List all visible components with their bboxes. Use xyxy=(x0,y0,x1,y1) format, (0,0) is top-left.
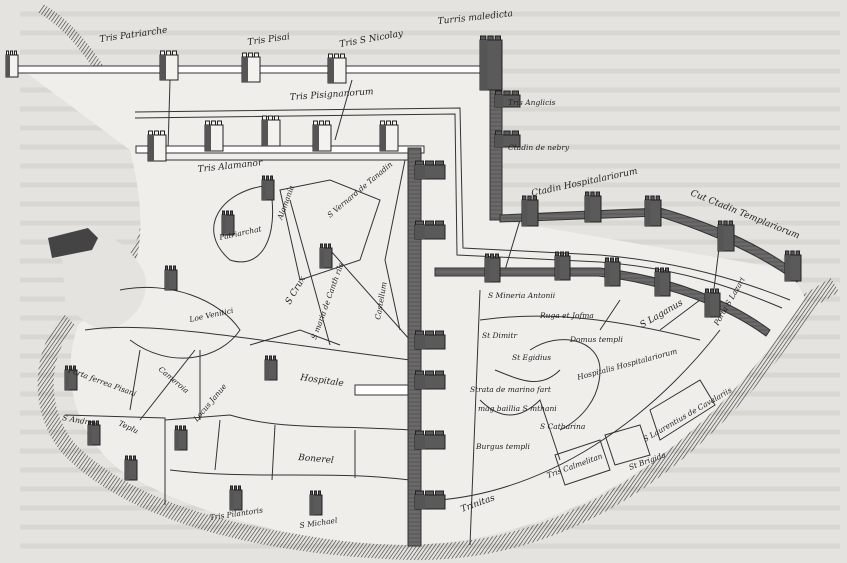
tower-icon xyxy=(87,420,101,446)
label-bonerel: Bonerel xyxy=(297,453,335,466)
tower-icon xyxy=(484,253,501,283)
label-mag-baillia: mag baillia S mthani xyxy=(478,404,557,413)
tower-icon xyxy=(644,195,662,227)
road-inner-north xyxy=(134,113,783,309)
tower-icon xyxy=(327,53,347,84)
label-tris-anglicis: Tris Anglicis xyxy=(508,98,556,107)
label-tris-patriarche: Tris Patriarche xyxy=(99,26,168,45)
hospitale-wall xyxy=(354,384,409,396)
tower-icon xyxy=(159,50,179,81)
tower-icon xyxy=(494,130,521,148)
label-s-catharina: S Catharina xyxy=(540,422,585,431)
streets xyxy=(64,79,721,546)
road-outer-north xyxy=(134,107,791,301)
label-mineria-antonii: S Mineria Antonii xyxy=(488,291,556,300)
tower-icon xyxy=(229,485,243,511)
tower-icon xyxy=(204,120,224,152)
mole xyxy=(48,228,98,258)
towers xyxy=(5,35,802,516)
tower-icon xyxy=(494,90,521,108)
tower-icon xyxy=(414,220,446,240)
tower-icon xyxy=(312,120,332,152)
tower-icon xyxy=(261,175,275,201)
tower-icon xyxy=(147,130,167,162)
tower-icon xyxy=(414,370,446,390)
label-ctadin-de-nebry: Ctadin de nebry xyxy=(508,143,570,152)
label-ruga-jofma: Ruga et Jofma xyxy=(539,311,594,320)
tower-icon xyxy=(584,191,602,223)
harbor xyxy=(60,227,146,330)
tower-icon xyxy=(261,115,281,147)
tower-icon xyxy=(221,210,235,236)
tower-icon xyxy=(554,251,571,281)
tower-icon xyxy=(319,243,333,269)
tower-icon xyxy=(174,425,188,451)
label-burgus-templi: Burgus templi xyxy=(475,442,531,451)
tower-icon xyxy=(264,355,278,381)
coastline-south xyxy=(37,278,840,561)
tower-icon xyxy=(784,250,802,282)
tower-icon xyxy=(5,50,19,78)
tower-icon xyxy=(64,365,78,391)
label-st-dimitr: St Dimitr xyxy=(482,331,517,340)
tower-icon xyxy=(241,52,261,83)
label-domus-templi: Domus templi xyxy=(569,335,623,344)
tower-icon xyxy=(479,35,503,91)
tower-icon xyxy=(414,160,446,180)
tower-icon xyxy=(717,220,735,252)
tower-icon xyxy=(164,265,178,291)
tower-icon xyxy=(124,455,138,481)
tower-icon xyxy=(414,490,446,510)
label-strata: Strata de marino fart xyxy=(470,385,552,394)
tower-icon xyxy=(704,288,721,318)
tower-icon xyxy=(309,490,323,516)
tower-icon xyxy=(414,430,446,450)
tower-icon xyxy=(414,330,446,350)
label-st-egidius: St Egidius xyxy=(512,353,551,362)
tower-icon xyxy=(521,195,539,227)
tower-icon xyxy=(604,257,621,287)
tower-icon xyxy=(379,120,399,152)
tower-icon xyxy=(654,267,671,297)
